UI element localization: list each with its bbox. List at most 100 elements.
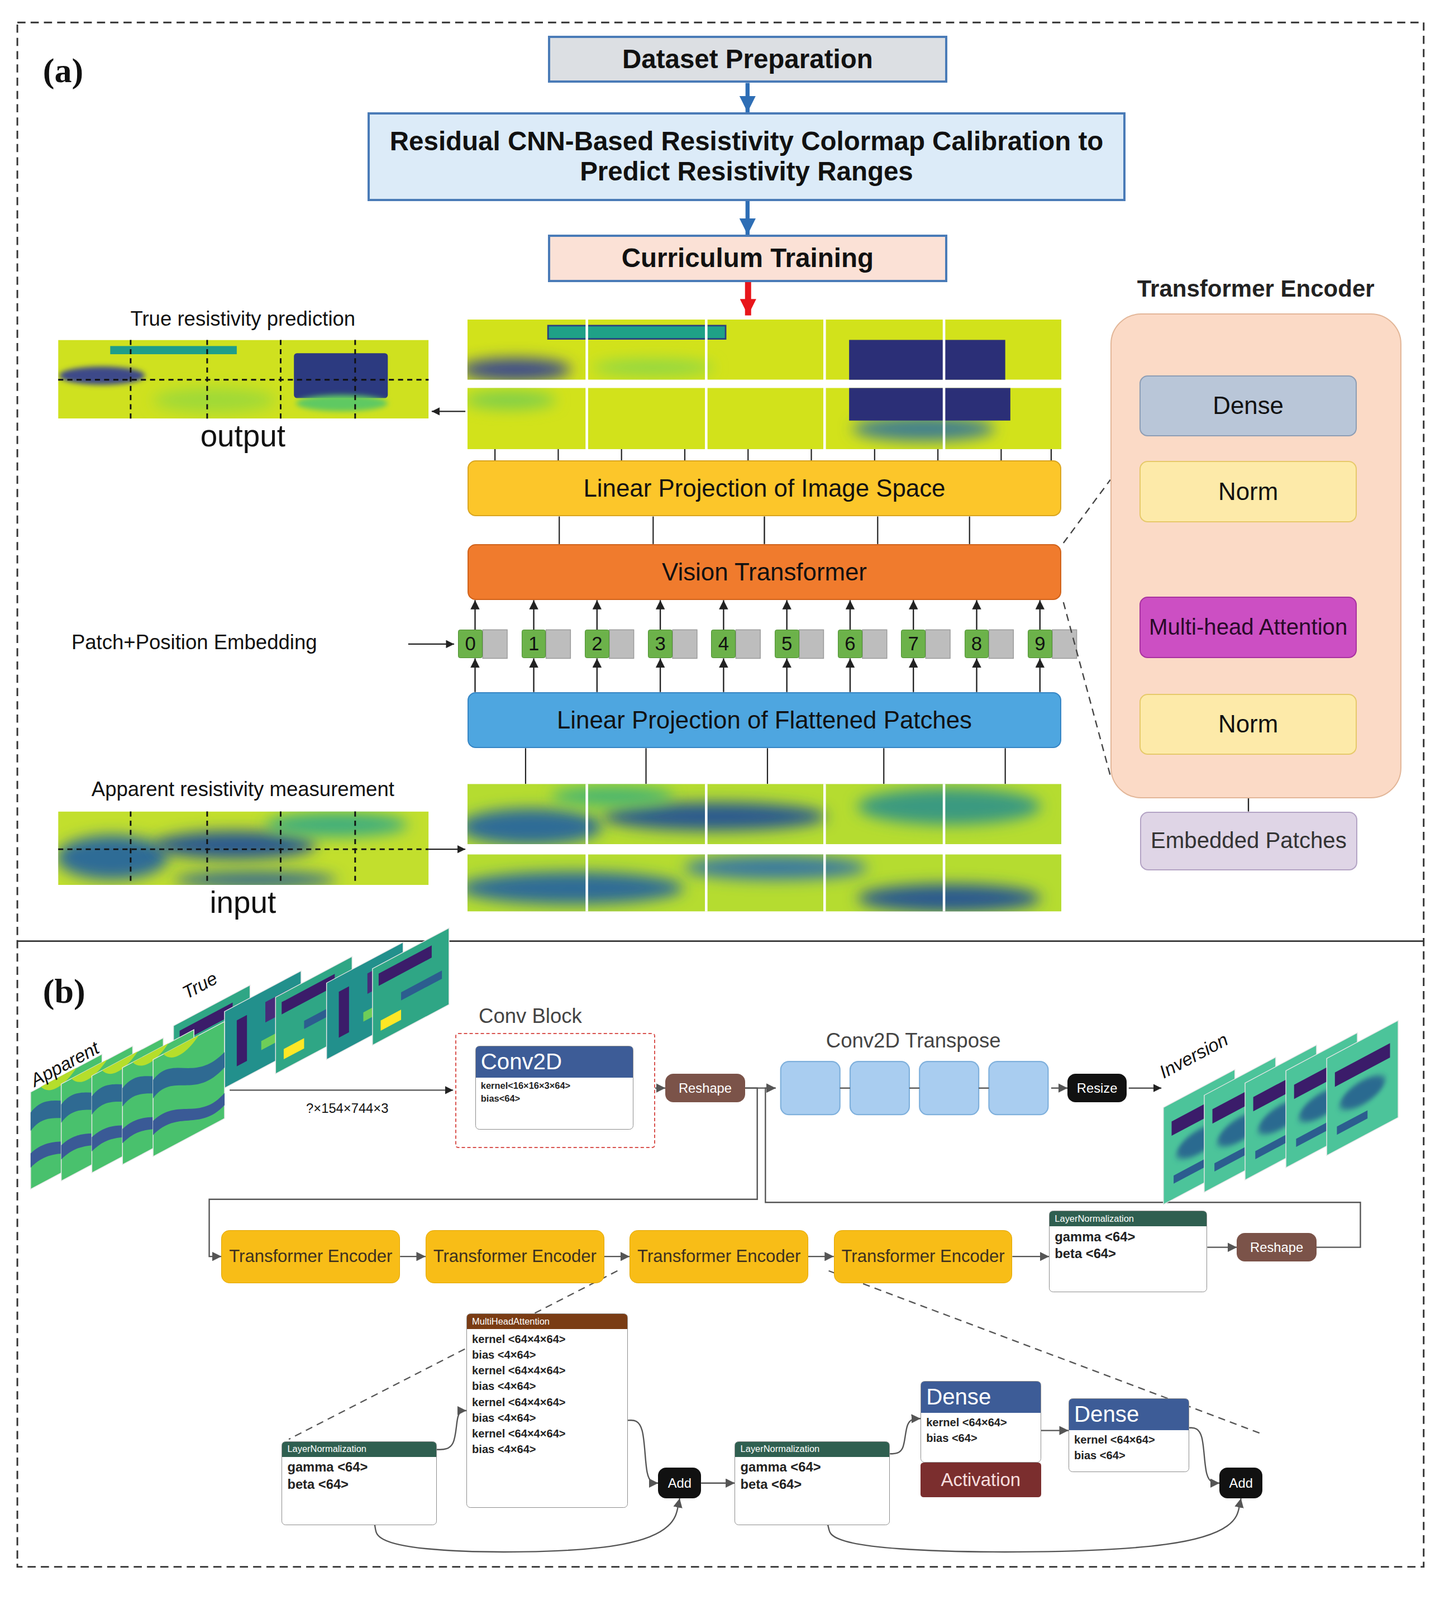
link-line — [810, 449, 812, 461]
process-box: Curriculum Training — [547, 234, 947, 283]
connector — [1039, 599, 1041, 630]
inversion-image — [1326, 1020, 1399, 1156]
connector — [912, 599, 914, 630]
connector — [532, 599, 534, 630]
image-feature — [849, 387, 1011, 421]
pointer-arrow — [408, 643, 455, 645]
position-square — [1052, 629, 1077, 658]
grid-line — [279, 811, 282, 886]
conv-block: Conv2Dkernel<16×16×3×64>bias<64>Conv Blo… — [455, 1032, 656, 1148]
node-label: Transformer Encoder — [841, 1246, 1005, 1267]
parameter-text: bias <64> — [1069, 1447, 1189, 1463]
apparent-image — [153, 1021, 225, 1157]
transpose-layers — [780, 1061, 1049, 1115]
node-label: 6 — [844, 632, 856, 656]
image-feature — [293, 353, 388, 398]
position-square — [609, 629, 634, 658]
connector — [722, 657, 724, 692]
grid-line — [585, 319, 589, 450]
layer-group: Conv2D Transpose — [775, 1028, 1052, 1119]
connector — [474, 657, 476, 692]
connector — [763, 516, 765, 544]
process-box: Residual CNN-Based Resistivity Colormap … — [367, 112, 1127, 202]
text-label: output — [200, 418, 286, 454]
input-image — [58, 811, 429, 886]
grid-line — [823, 319, 827, 450]
zoom-line — [1063, 479, 1111, 543]
layer-card: LayerNormalizationgamma <64>beta <64> — [734, 1441, 890, 1525]
connector — [745, 82, 750, 113]
node-label: 9 — [1034, 632, 1046, 656]
link-line — [969, 516, 971, 545]
op-pill: Reshape — [665, 1073, 746, 1103]
link-line — [621, 449, 623, 461]
text-label: (b) — [43, 971, 86, 1012]
layer-block — [850, 1061, 910, 1115]
parameter-text: bias <4×64> — [466, 1441, 628, 1457]
image-feature — [110, 345, 237, 355]
node-label: Multi-head Attention — [1148, 614, 1348, 641]
patch-image — [467, 387, 1062, 450]
connector — [596, 599, 598, 630]
patch-token: 5 — [774, 629, 800, 658]
parameter-text: gamma <64> — [282, 1458, 437, 1476]
position-square — [545, 629, 571, 658]
layer-box: Norm — [1139, 460, 1357, 523]
flow-arrow — [1128, 1087, 1162, 1089]
position-square — [799, 629, 824, 658]
connector — [1039, 657, 1041, 692]
connector — [659, 657, 661, 692]
link-line — [558, 516, 560, 545]
image-feature — [265, 812, 409, 837]
node-label: Dataset Preparation — [622, 44, 874, 75]
parameter-text: kernel<16×16×3×64> — [475, 1079, 633, 1093]
patch-grid — [587, 783, 944, 912]
image-feature — [153, 387, 276, 413]
grid-lines — [58, 811, 429, 886]
text-label: input — [209, 884, 276, 920]
output-image — [58, 339, 429, 419]
input-box: Embedded Patches — [1140, 811, 1358, 871]
patch-token: 2 — [584, 629, 610, 658]
node-label: Resize — [1076, 1080, 1118, 1096]
image-feature — [551, 785, 674, 807]
text-label: ?×154×744×3 — [306, 1100, 389, 1116]
link-line — [1004, 747, 1006, 784]
patch-token: 0 — [458, 629, 483, 658]
text-label: True — [178, 966, 221, 1003]
parameter-text: gamma <64> — [735, 1458, 890, 1476]
patch-token: 8 — [964, 629, 990, 658]
image-feature — [296, 394, 388, 412]
layer-card: MultiHeadAttentionkernel <64×4×64>bias <… — [466, 1313, 628, 1508]
node-label: 1 — [528, 632, 540, 656]
connector — [827, 1498, 1242, 1552]
layer-block — [780, 1061, 841, 1115]
node-label: Conv Block — [456, 1004, 655, 1028]
connector — [659, 599, 661, 630]
op-pill: Reshape — [1236, 1232, 1317, 1262]
card-header: Dense — [1069, 1398, 1189, 1430]
layer-box: Multi-head Attention — [1139, 596, 1357, 658]
text-label: True resistivity prediction — [130, 307, 356, 331]
image-feature — [857, 788, 1042, 826]
grid-line — [129, 339, 132, 419]
image-feature — [849, 339, 1006, 380]
image-ground — [58, 339, 429, 419]
card-header: LayerNormalization — [735, 1441, 890, 1457]
position-square — [735, 629, 761, 658]
grid-line — [58, 378, 429, 381]
parameter-text: bias <4×64> — [466, 1346, 628, 1363]
connector — [474, 599, 476, 630]
connector — [436, 1410, 467, 1450]
flow-arrow — [229, 1089, 454, 1091]
connector — [889, 1418, 921, 1454]
node-label: 3 — [654, 632, 666, 656]
node-label: 2 — [591, 632, 603, 656]
connector — [399, 1255, 426, 1257]
connector — [1051, 1086, 1068, 1089]
encoder-panel: DenseNormMulti-head AttentionNormTransfo… — [1110, 313, 1402, 799]
parameter-text: beta <64> — [282, 1475, 437, 1494]
grid-lines — [58, 339, 429, 419]
grid-line — [354, 811, 356, 886]
